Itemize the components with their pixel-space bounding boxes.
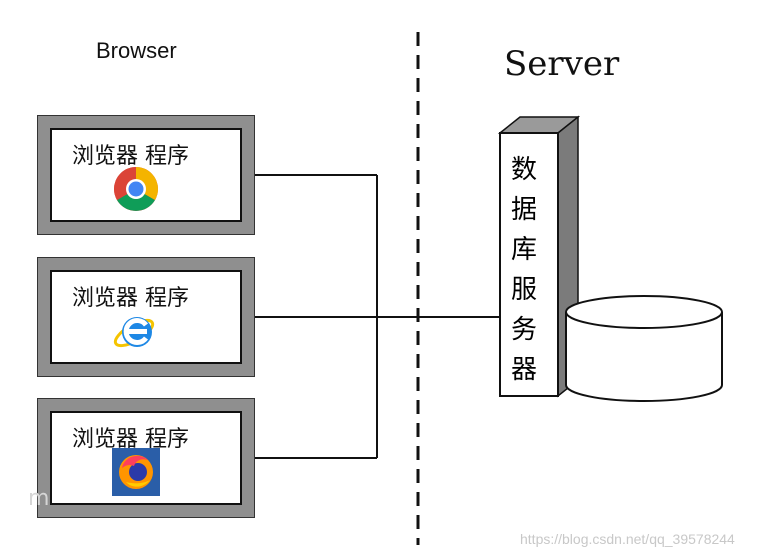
internet-explorer-icon: [112, 307, 160, 355]
server-tower-label: 数 据 库 服 务 器: [505, 150, 543, 390]
tower-char: 器: [510, 355, 537, 385]
tower-char: 数: [510, 155, 537, 185]
browser-client-label: 浏览器 程序: [72, 144, 189, 169]
browser-client-label: 浏览器 程序: [72, 286, 189, 311]
chrome-icon: [112, 165, 160, 213]
browser-client-3: 浏览器 程序: [37, 398, 255, 518]
browser-client-2: 浏览器 程序: [37, 257, 255, 377]
left-watermark-mark: m: [28, 486, 50, 511]
browser-heading: Browser: [96, 38, 177, 63]
browser-client-label: 浏览器 程序: [72, 427, 189, 452]
firefox-icon: [112, 448, 160, 496]
tower-char: 务: [510, 315, 537, 345]
database-cylinder: [565, 295, 723, 402]
browser-client-1: 浏览器 程序: [37, 115, 255, 235]
server-heading: Server: [504, 44, 620, 84]
browser-client-panel: [50, 270, 242, 364]
tower-char: 服: [510, 275, 537, 305]
tower-char: 据: [510, 195, 537, 225]
connector-lines: [255, 174, 500, 459]
tower-char: 库: [510, 235, 537, 265]
source-watermark: https://blog.csdn.net/qq_39578244: [520, 531, 735, 547]
